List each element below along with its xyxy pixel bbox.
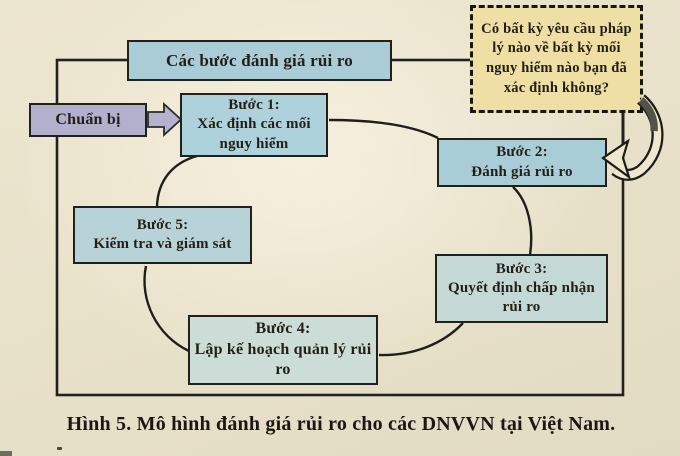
diagram-title: Các bước đánh giá rủi ro <box>165 50 354 70</box>
arc-step3-step4 <box>378 322 464 357</box>
step5-box: Bước 5: Kiểm tra và giám sát <box>73 206 252 264</box>
prepare-to-step1-arrow <box>147 101 183 138</box>
arc-step5-step1 <box>155 154 198 207</box>
step5-label: Bước 5: <box>136 216 189 233</box>
scan-artifact <box>0 451 12 456</box>
step4-box: Bước 4: Lập kế hoạch quản lý rủi ro <box>188 315 378 385</box>
step5-text: Kiểm tra và giám sát <box>93 236 232 252</box>
step1-label: Bước 1: <box>228 97 280 114</box>
scan-artifact <box>57 447 62 450</box>
step3-label: Bước 3: <box>495 260 548 277</box>
arc-step1-step2 <box>328 118 439 140</box>
step3-text: Quyết định chấp nhận rủi ro <box>448 279 595 316</box>
legal-question-box: Có bất kỳ yêu cầu pháp lý nào về bất kỳ … <box>470 5 643 113</box>
step1-text: Xác định các mối nguy hiểm <box>197 116 311 152</box>
prepare-box: Chuẩn bị <box>29 103 147 137</box>
arc-step2-step3 <box>512 186 533 256</box>
arc-step4-step5 <box>143 265 190 353</box>
step2-text: Đánh giá rủi ro <box>471 163 573 180</box>
step3-box: Bước 3: Quyết định chấp nhận rủi ro <box>435 254 608 323</box>
figure-caption: Hình 5. Mô hình đánh giá rủi ro cho các … <box>66 413 616 435</box>
legal-question-text: Có bất kỳ yêu cầu pháp lý nào về bất kỳ … <box>481 20 632 96</box>
step4-label: Bước 4: <box>255 320 311 338</box>
prepare-label: Chuẩn bị <box>55 110 121 128</box>
step1-box: Bước 1: Xác định các mối nguy hiểm <box>180 93 328 157</box>
step2-box: Bước 2: Đánh giá rủi ro <box>437 138 607 187</box>
diagram-title-box: Các bước đánh giá rủi ro <box>127 40 392 81</box>
step4-text: Lập kế hoạch quản lý rủi ro <box>194 340 372 379</box>
step2-label: Bước 2: <box>496 144 548 161</box>
